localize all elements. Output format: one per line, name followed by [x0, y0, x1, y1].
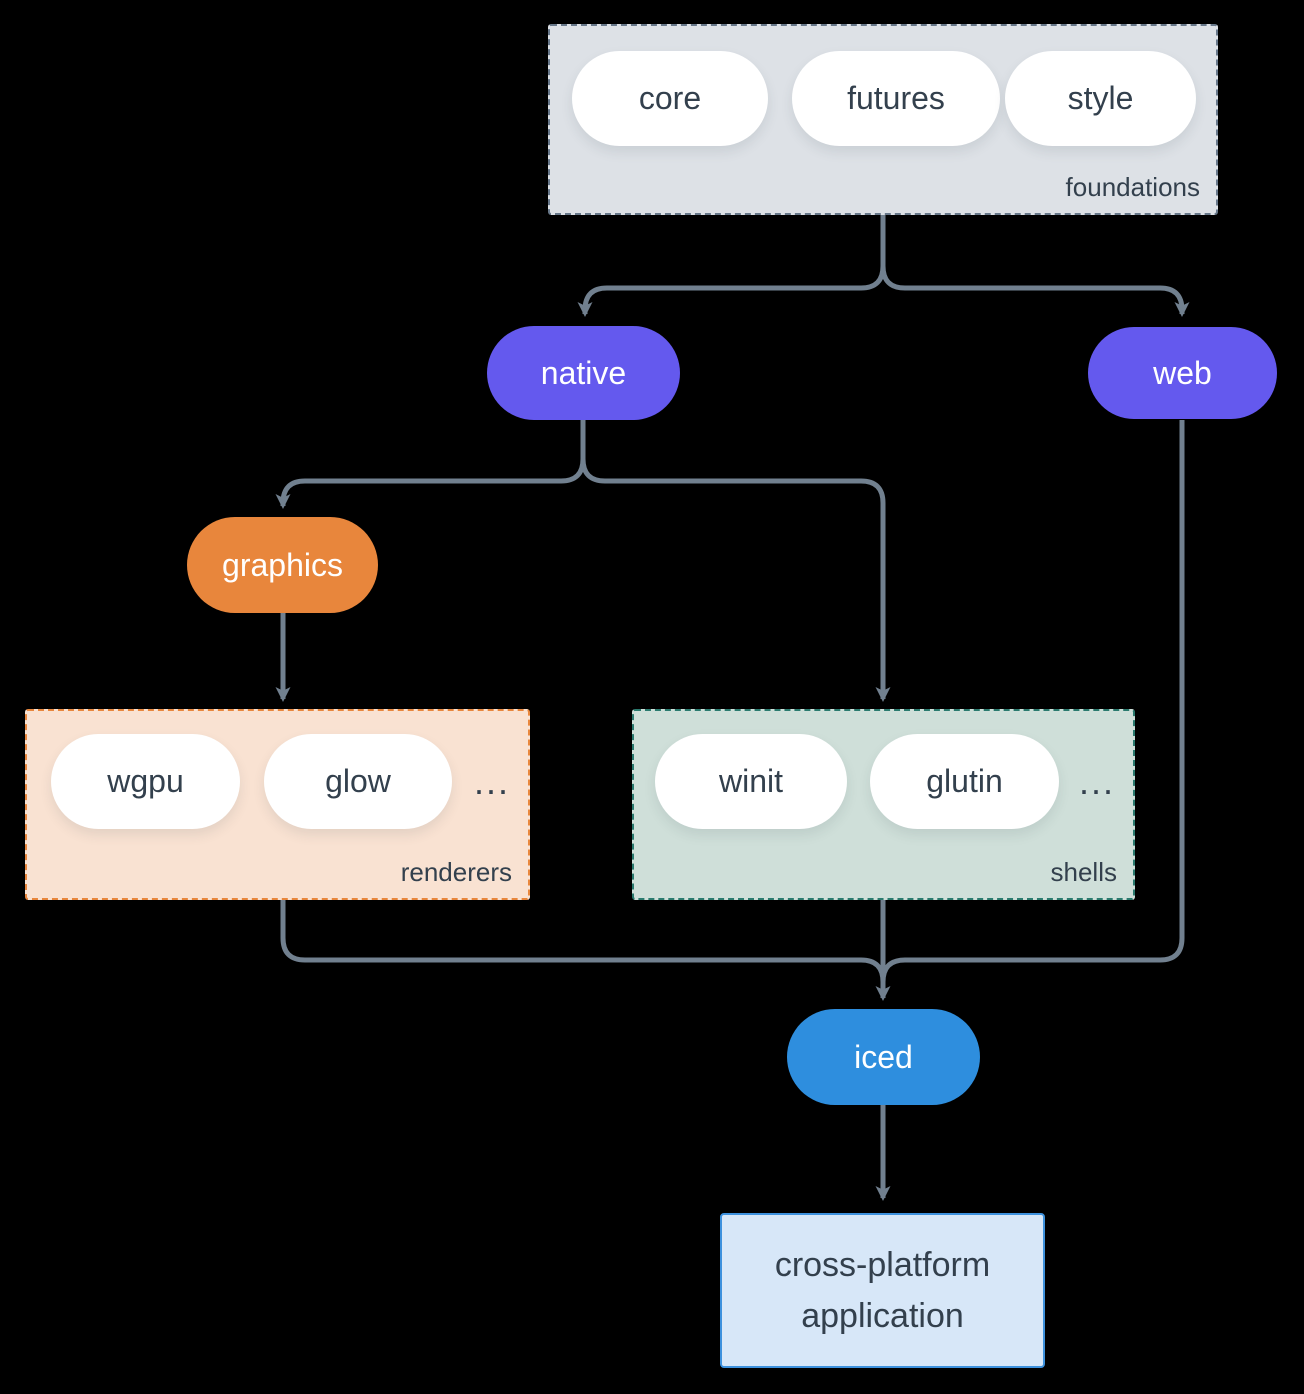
edge-native-shells: [580, 420, 891, 702]
edge-foundations-web: [880, 215, 1190, 317]
group-foundations: core futures style foundations: [548, 24, 1218, 215]
node-winit: winit: [655, 734, 847, 829]
node-core: core: [572, 51, 768, 146]
node-cross-platform-application: cross-platform application: [720, 1213, 1045, 1368]
node-graphics: graphics: [187, 517, 378, 613]
renderers-ellipsis: ...: [473, 760, 510, 802]
edge-renderers-iced: [280, 900, 886, 996]
shells-label: shells: [1050, 857, 1117, 887]
foundations-label: foundations: [1065, 172, 1200, 202]
node-glow: glow: [264, 734, 452, 829]
node-glutin: glutin: [870, 734, 1059, 829]
renderers-label: renderers: [400, 857, 512, 887]
node-iced: iced: [787, 1009, 980, 1105]
node-native: native: [487, 326, 680, 420]
node-futures: futures: [792, 51, 1000, 146]
node-wgpu: wgpu: [51, 734, 240, 829]
group-renderers: wgpu glow ... renderers: [25, 709, 530, 900]
edge-web-iced: [880, 420, 1185, 996]
shells-ellipsis: ...: [1078, 760, 1115, 802]
node-style: style: [1005, 51, 1196, 146]
edge-native-graphics: [275, 420, 586, 509]
node-web: web: [1088, 327, 1277, 419]
edge-foundations-native: [577, 215, 886, 317]
group-shells: winit glutin ... shells: [632, 709, 1135, 900]
